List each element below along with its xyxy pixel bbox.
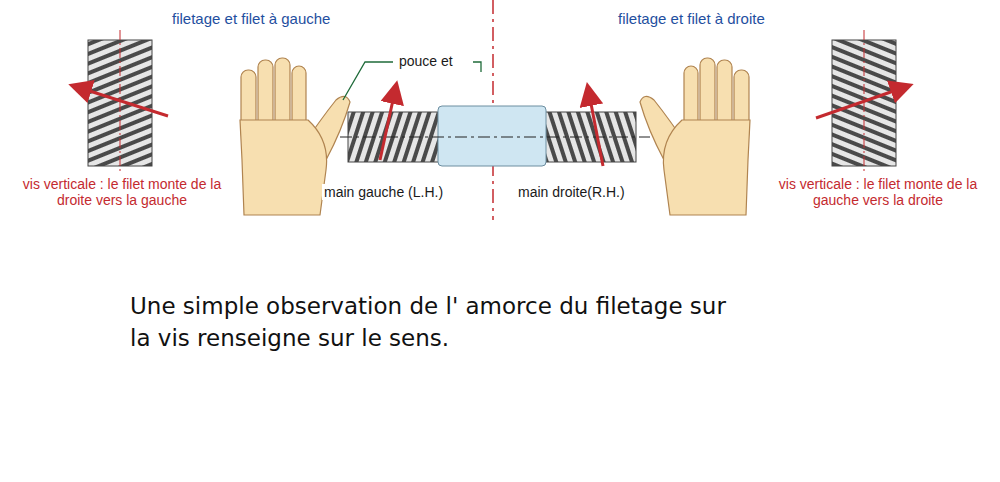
- note-label: vis verticale : le filet monte de la dro…: [4, 176, 240, 208]
- heading-label: filetage et filet à gauche: [172, 10, 330, 27]
- horizontal-screw: [340, 86, 650, 166]
- caption: Une simple observation de l' amorce du f…: [130, 290, 750, 354]
- callout-label: pouce et: [397, 53, 455, 69]
- heading-label: filetage et filet à droite: [618, 10, 765, 27]
- note-label: vis verticale : le filet monte de la gau…: [760, 176, 996, 208]
- right-hand: [640, 58, 750, 215]
- hand-label: main droite(R.H.): [516, 184, 627, 200]
- vertical-screw-right: [816, 30, 908, 172]
- vertical-screw-left: [74, 30, 168, 172]
- hand-label: main gauche (L.H.): [322, 184, 445, 200]
